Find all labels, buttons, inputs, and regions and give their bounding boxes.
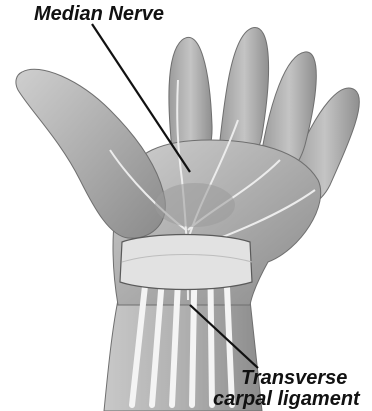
transverse-carpal-ligament-label-line1: Transverse: [241, 368, 347, 389]
carpal-area: [155, 183, 235, 227]
thumb: [16, 69, 165, 238]
transverse-carpal-ligament: [120, 235, 252, 290]
transverse-carpal-ligament-label-line2: carpal ligament: [213, 389, 360, 410]
median-nerve-label: Median Nerve: [34, 4, 164, 25]
